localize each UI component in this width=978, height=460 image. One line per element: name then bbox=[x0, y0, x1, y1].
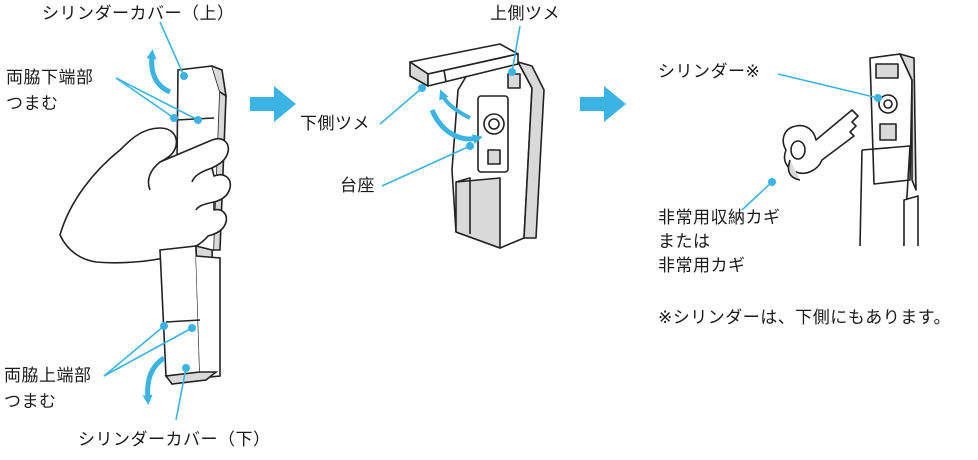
label-cylinder-cover-bottom: シリンダーカバー（下） bbox=[78, 430, 271, 450]
leader-lines-center bbox=[379, 25, 521, 187]
arrow-up-curve bbox=[146, 49, 172, 95]
base-unit bbox=[451, 61, 545, 249]
leader-lines-left bbox=[103, 21, 199, 421]
step-arrow-1 bbox=[250, 86, 296, 122]
label-pinch-top-2: つまむ bbox=[4, 392, 57, 412]
leader-lines-right bbox=[741, 73, 879, 211]
arrow-rotate-center-2 bbox=[439, 89, 471, 120]
arrow-rotate-center bbox=[429, 108, 483, 145]
label-key-1: 非常用収納カギ bbox=[658, 208, 781, 228]
label-cylinder: シリンダー※ bbox=[658, 62, 761, 82]
label-pinch-bottom-2: つまむ bbox=[6, 94, 59, 114]
label-key-2: または bbox=[658, 232, 711, 252]
label-base: 台座 bbox=[340, 176, 375, 196]
label-pinch-bottom-1: 両脇下端部 bbox=[6, 68, 94, 88]
label-cylinder-cover-top: シリンダーカバー（上） bbox=[42, 4, 235, 24]
label-upper-claw: 上側ツメ bbox=[490, 4, 560, 24]
key-illustration bbox=[782, 109, 859, 181]
step-arrow-2 bbox=[580, 86, 626, 122]
label-key-3: 非常用カギ bbox=[658, 256, 746, 276]
arrow-down-curve bbox=[142, 355, 166, 405]
handle-lower bbox=[159, 244, 221, 385]
label-pinch-top-1: 両脇上端部 bbox=[4, 366, 92, 386]
label-note: ※シリンダーは、下側にもあります。 bbox=[658, 308, 952, 328]
label-lower-claw: 下側ツメ bbox=[300, 114, 370, 134]
lifted-cover bbox=[409, 43, 519, 87]
right-base bbox=[859, 53, 919, 247]
